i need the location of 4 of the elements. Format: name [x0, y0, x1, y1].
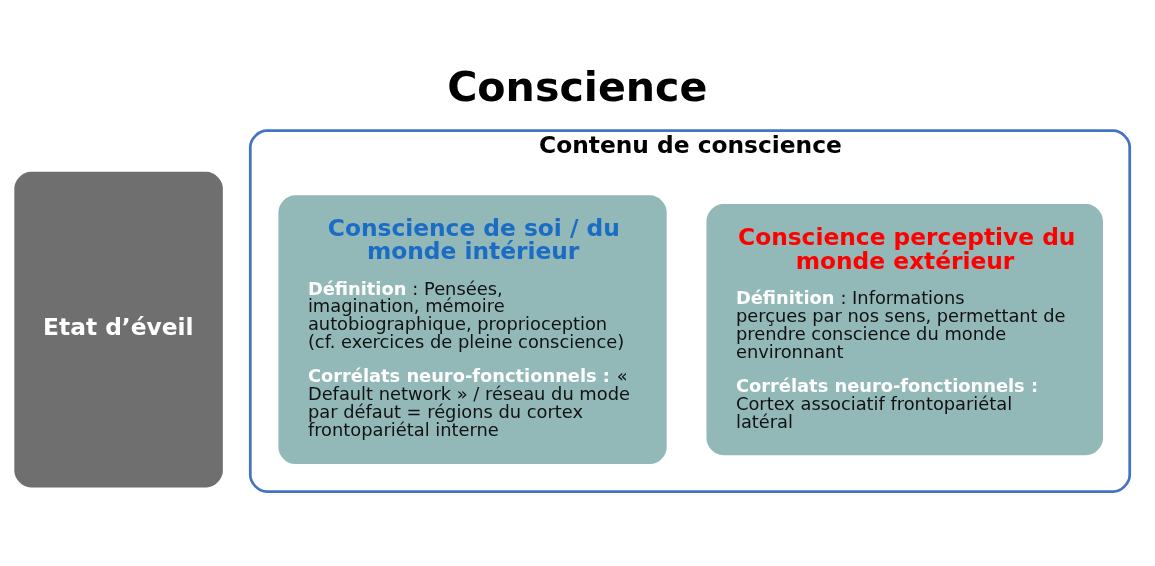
node-box: Etat d’éveil	[14, 171, 223, 488]
node-box: Conscience de soi / du monde intérieur Définition : Pensées, imagination, mémoire autobiographique, proprioception (cf. exercices de pleine conscience) Corrélats neuro-fonctionnels : « Default network » / réseau du mode par défaut = régions du cortex frontopariétal interne	[278, 195, 667, 465]
diagram-title: Conscience	[447, 62, 708, 111]
node-box: Conscience perceptive du monde extérieur Définition : Informations perçues par nos sens, permettant de prendre conscience du monde environnant Corrélats neuro-fonctionnels : Cortex associatif frontopariétal latéral	[706, 204, 1103, 456]
